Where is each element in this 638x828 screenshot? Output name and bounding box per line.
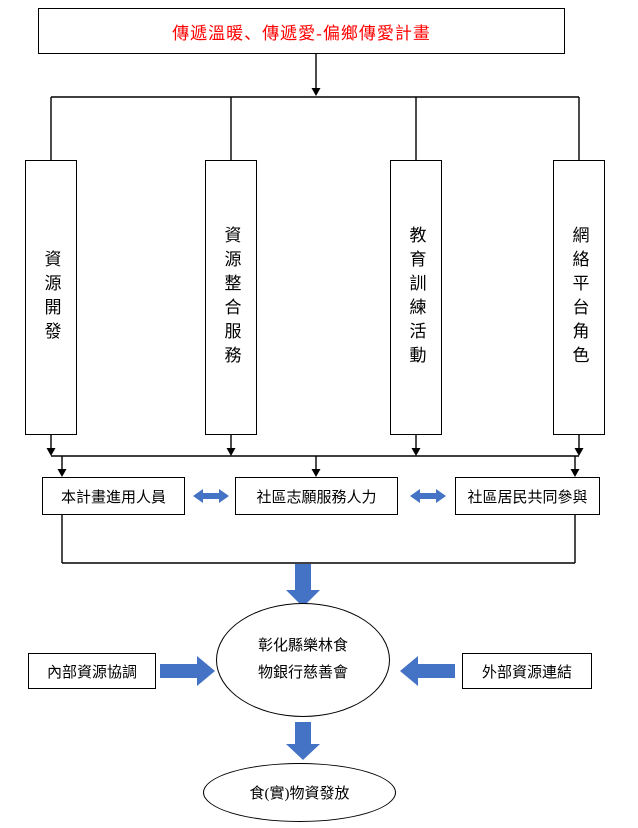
column-label: 資源開發 — [41, 249, 61, 346]
column-label: 資源整合服務 — [221, 225, 241, 370]
column-box-resource-development: 資源開發 — [25, 160, 77, 435]
arrowhead-icon — [311, 88, 321, 96]
side-box-label: 外部資源連結 — [481, 664, 572, 681]
column-box-network-platform-role: 網絡平台角色 — [553, 160, 605, 435]
down-arrow-to-foodbank-icon — [286, 564, 320, 607]
arrowhead-icon — [46, 448, 56, 456]
mid-box-community-volunteer-manpower: 社區志願服務人力 — [235, 477, 398, 515]
column-box-education-training-activity: 教育訓練活動 — [390, 160, 442, 435]
side-box-label: 內部資源協調 — [46, 664, 137, 681]
arrowhead-icon — [570, 469, 580, 477]
mid-box-label: 本計畫進用人員 — [60, 489, 166, 506]
side-box-external-resource-linkage: 外部資源連結 — [462, 653, 592, 689]
black-arrowheads — [46, 88, 584, 477]
column-label: 網絡平台角色 — [569, 225, 589, 370]
food-bank-name-line2: 物銀行慈善會 — [257, 665, 348, 681]
column-label: 教育訓練活動 — [406, 225, 426, 370]
arrowhead-icon — [57, 469, 67, 477]
food-distribution-label: 食(實)物資發放 — [249, 786, 350, 802]
mid-box-project-staff: 本計畫進用人員 — [42, 477, 185, 515]
arrowhead-icon — [311, 469, 321, 477]
page-title: 傳遞溫暖、傳遞愛-偏鄉傳愛計畫 — [172, 23, 431, 43]
arrowhead-icon — [574, 448, 584, 456]
food-bank-name-line1: 彰化縣樂林食 — [257, 638, 348, 654]
mid-box-label: 社區居民共同參與 — [467, 489, 588, 506]
title-box: 傳遞溫暖、傳遞愛-偏鄉傳愛計畫 — [38, 8, 565, 54]
left-arrow-external-icon — [400, 656, 455, 686]
right-arrow-internal-icon — [160, 656, 215, 686]
thick-blue-arrows — [160, 489, 455, 760]
mid-box-community-residents-participation: 社區居民共同參與 — [455, 477, 600, 515]
arrowhead-icon — [411, 448, 421, 456]
column-box-resource-integration-service: 資源整合服務 — [205, 160, 257, 435]
arrowhead-icon — [226, 448, 236, 456]
down-arrow-to-distribution-icon — [286, 722, 320, 760]
connector-lines — [50, 54, 580, 564]
double-arrow-left-icon — [193, 489, 229, 503]
side-box-internal-resource-coordination: 內部資源協調 — [28, 653, 156, 689]
center-ellipse-food-bank: 彰化縣樂林食 物銀行慈善會 — [216, 603, 390, 717]
double-arrow-right-icon — [410, 489, 446, 503]
bottom-ellipse-food-distribution: 食(實)物資發放 — [203, 763, 396, 822]
mid-box-label: 社區志願服務人力 — [256, 489, 377, 506]
